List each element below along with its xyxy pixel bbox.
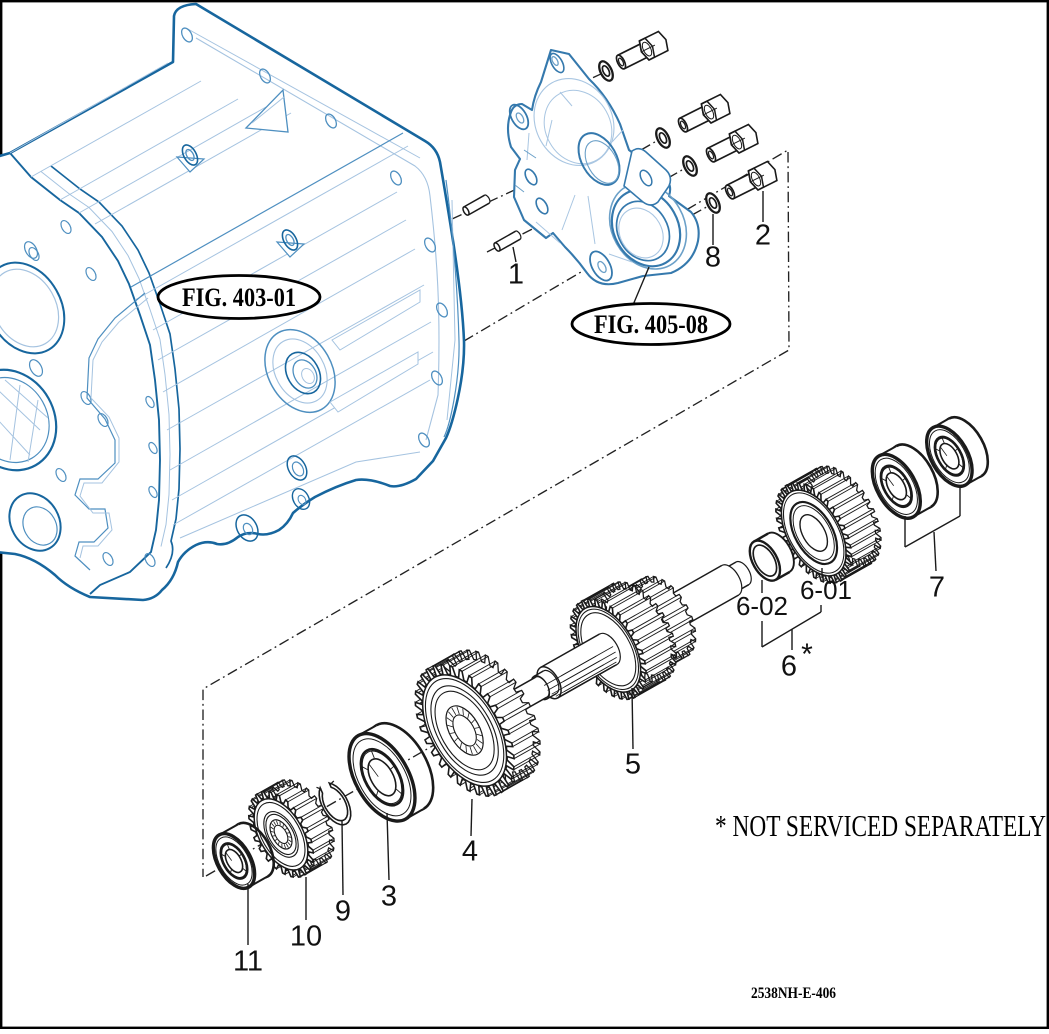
- svg-text:6-02: 6-02: [736, 591, 788, 621]
- svg-text:11: 11: [233, 946, 263, 978]
- svg-text:FIG. 403-01: FIG. 403-01: [182, 283, 296, 312]
- svg-text:2538NH-E-406: 2538NH-E-406: [751, 985, 836, 1002]
- svg-text:10: 10: [290, 921, 322, 953]
- svg-text:8: 8: [705, 242, 721, 274]
- svg-text:9: 9: [335, 896, 351, 928]
- svg-text:* NOT SERVICED SEPARATELY: * NOT SERVICED SEPARATELY: [715, 808, 1046, 843]
- svg-text:5: 5: [625, 749, 641, 781]
- svg-text:FIG. 405-08: FIG. 405-08: [594, 310, 708, 339]
- svg-text:3: 3: [381, 881, 397, 913]
- svg-text:4: 4: [462, 836, 478, 868]
- svg-text:6-01: 6-01: [800, 575, 852, 605]
- svg-text:6: 6: [781, 651, 797, 683]
- svg-text:7: 7: [929, 572, 945, 604]
- svg-text:1: 1: [508, 259, 524, 291]
- svg-text:2: 2: [755, 220, 771, 252]
- svg-text:*: *: [801, 638, 813, 671]
